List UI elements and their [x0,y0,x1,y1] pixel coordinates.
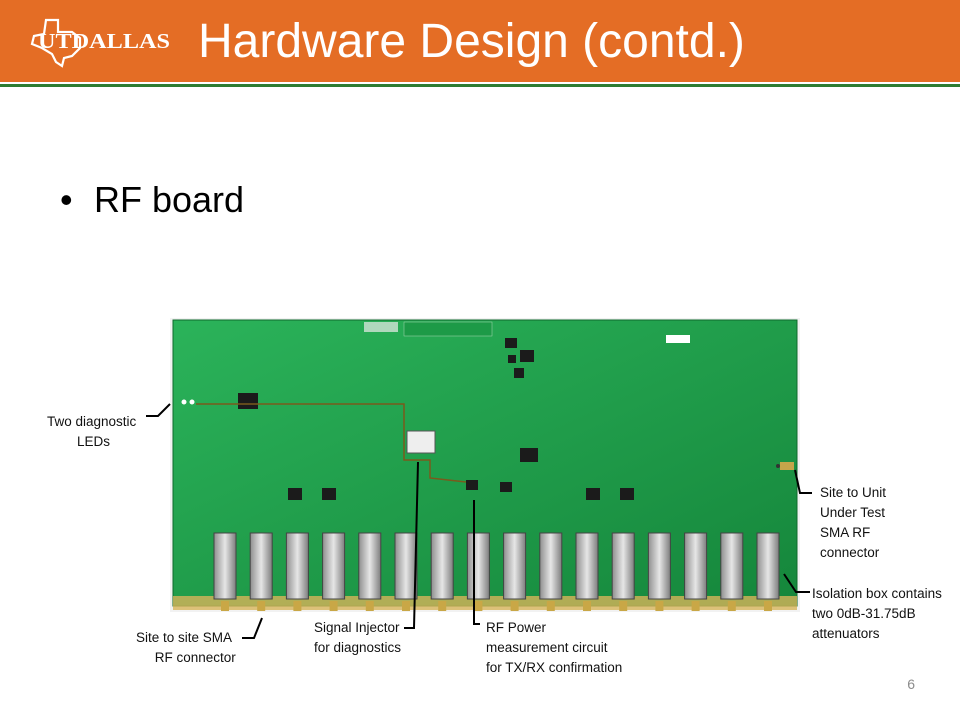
isolation-box [503,532,527,611]
isolation-box [213,532,237,611]
callout-leds: Two diagnostic LEDs [47,414,137,449]
isolation-box [394,532,418,611]
isolation-box [249,532,273,611]
sma-connector [474,601,483,611]
isolation-box [285,532,309,611]
sma-connector [221,601,229,611]
callout-isolation-box: Isolation box contains two 0dB-31.75dB a… [812,586,942,641]
sma-connector [619,601,628,611]
sma-connector [402,601,410,611]
sma-connector [583,601,591,611]
isolation-boxes [213,532,780,611]
page-title: Hardware Design (contd.) [198,15,745,68]
page-number: 6 [907,676,915,692]
isolation-box [611,532,635,611]
isolation-box [647,532,671,611]
isolation-box [756,532,780,611]
bullet-dot: • [60,179,73,220]
diagnostic-leds [181,399,195,405]
sma-connector [546,601,555,611]
sma-connector [365,601,374,611]
isolation-box [322,532,346,611]
isolation-box [466,532,490,611]
isolation-box [539,532,563,611]
isolation-box [358,532,382,611]
top-ic-cluster [238,338,634,500]
board-label-sticker [666,335,690,343]
sma-connector [293,601,302,611]
board-silkscreen-tag [364,322,398,332]
title-underline [0,84,960,87]
rf-board-figure [146,318,812,639]
callout-rf-power: RF Power measurement circuit for TX/RX c… [486,620,623,675]
sma-connector [764,601,772,611]
sma-connector [257,601,266,611]
signal-injector-chip [406,430,436,454]
isolation-box [430,532,454,611]
sma-connector [438,601,447,611]
rf-connectors-uut [776,462,794,470]
sma-connector [329,601,338,611]
sma-connector [691,601,700,611]
rf-trace [196,403,467,483]
callout-signal-injector: Signal Injector for diagnostics [314,620,402,655]
sma-connector [727,601,736,611]
isolation-box [720,532,744,611]
logo-text: UTDALLAS [38,29,170,53]
callout-arrows [146,403,812,639]
title-bar [0,0,960,82]
callout-site-to-unit: Site to Unit Under Test SMA RF connector [820,485,887,560]
isolation-box [575,532,599,611]
bullet-text: RF board [94,179,245,220]
bullet-item: • RF board [60,178,244,222]
sma-connector [510,601,519,611]
ut-dallas-logo: UTDALLAS [30,18,170,68]
isolation-box [684,532,708,611]
callout-site-to-site: Site to site SMA RF connector [136,630,236,665]
sma-connector [655,601,664,611]
board-silkscreen-tag [403,321,493,337]
